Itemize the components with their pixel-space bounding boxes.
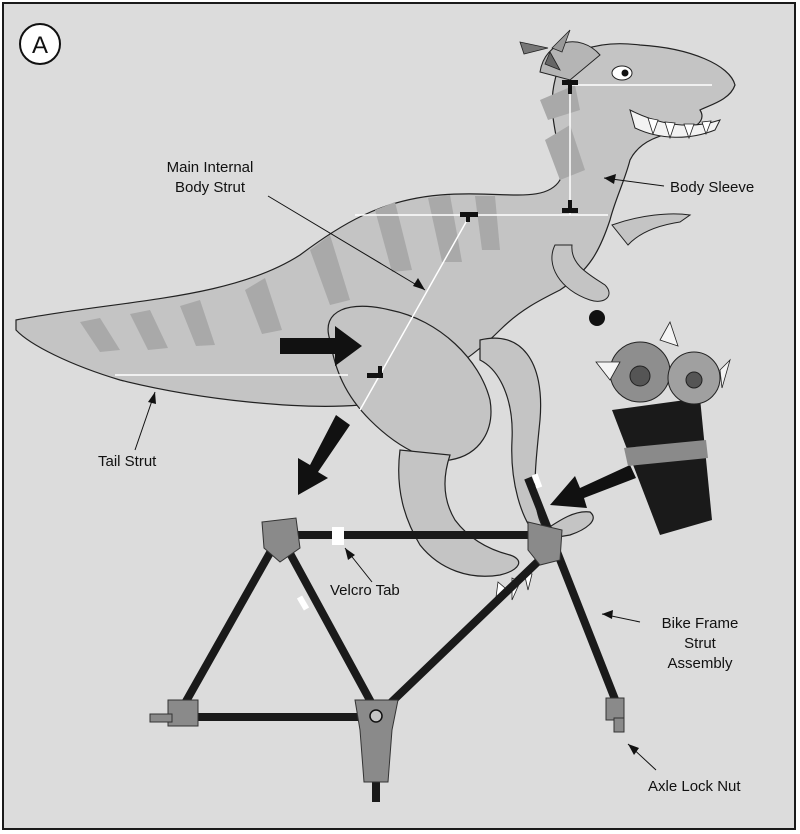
dinosaur-body-sleeve (16, 30, 735, 605)
arrow-down-to-frame (298, 415, 350, 495)
axle-nut-tip (614, 718, 624, 732)
frame-tube-diagonal (378, 550, 550, 715)
flower-right (668, 352, 720, 404)
dino-hand-ball (589, 310, 605, 326)
velcro-tab-side (297, 595, 309, 610)
frame-tube-fork (528, 478, 620, 712)
label-assembly: Assembly (667, 655, 733, 672)
badge: A (20, 24, 60, 64)
joint-bottom-left-cap (150, 714, 172, 722)
axle-nut-body (606, 698, 624, 720)
label-bike-frame: Bike Frame (662, 615, 739, 632)
label-body-sleeve: Body Sleeve (670, 179, 754, 196)
bike-frame (150, 473, 624, 802)
velcro-tab-top (332, 527, 344, 545)
dino-lower-leg (399, 450, 519, 576)
joint-top-right (528, 522, 562, 565)
label-axle-lock-nut: Axle Lock Nut (648, 778, 741, 795)
label-main-internal: Main Internal (167, 159, 254, 176)
label-body-strut: Body Strut (175, 179, 246, 196)
frame-joints (150, 518, 624, 782)
label-strut: Strut (684, 635, 717, 652)
label-tail-strut: Tail Strut (98, 453, 157, 470)
arrow-flowers (550, 465, 636, 508)
flower-left (610, 342, 670, 402)
badge-letter: A (32, 32, 48, 59)
flower-basket (596, 322, 730, 535)
frame-tube-down (280, 535, 378, 715)
bottom-bracket (370, 710, 382, 722)
frame-tube-left (180, 535, 280, 712)
dino-pupil (622, 70, 629, 77)
dino-arm-right (612, 214, 690, 245)
label-velcro-tab: Velcro Tab (330, 582, 400, 599)
